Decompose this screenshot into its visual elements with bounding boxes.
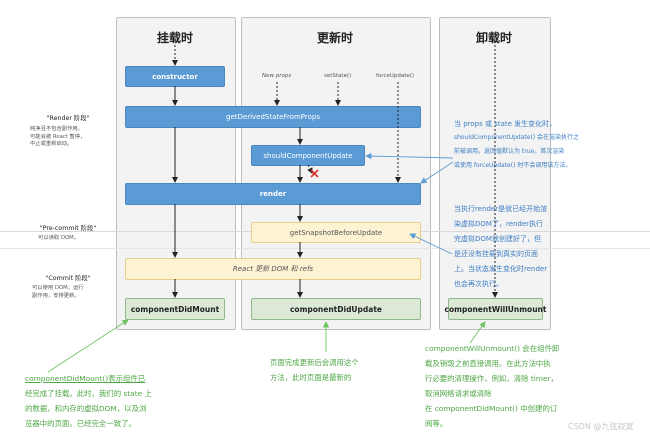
react-update-dom-box: React 更新 DOM 和 refs [125,258,421,280]
update-column [241,17,431,330]
note-line: 取消网络请求或清除 [425,389,492,398]
render-desc-line: 中止或重新启动。 [30,141,73,147]
note-line: 经完成了挂载。此时，我们的 state 上 [25,389,152,398]
note-line: shouldComponentUpdate() 会在渲染执行之 [454,134,580,141]
precommit-phase-desc: 可以读取 DOM。 [38,235,124,243]
commit-phase-label: "Commit 阶段" [45,275,91,282]
react-update-dom-label: React 更新 DOM 和 refs [232,265,314,273]
note-line: 览器中的页面，已经完全一致了。 [25,419,136,428]
commit-desc-line: 副作用，安排更新。 [32,292,80,299]
watermark: CSDN @九弦寂寞 [568,422,634,431]
get-derived-state-box: getDerivedStateFromProps [125,106,421,128]
component-did-update-box: componentDidUpdate [251,298,421,320]
update-title: 更新时 [316,31,353,45]
component-did-update-label: componentDidUpdate [289,304,382,314]
should-component-update-box: shouldComponentUpdate [251,145,365,166]
note-line: 或使用 forceUpdate() 时不会调用该方法。 [454,162,572,169]
note-line: 当执行render是就已经开始渲 [454,205,548,213]
precommit-phase-label: "Pre-commit 阶段" [39,225,97,232]
unmount-title: 卸载时 [475,31,512,45]
get-snapshot-box: getSnapshotBeforeUpdate [251,222,421,243]
should-update-note: 当 props 或 state 发生变化时， shouldComponentUp… [454,117,650,173]
did-mount-note: componentDidMount()表示组件已 经完成了挂载。此时，我们的 s… [25,371,205,431]
note-line: 行必要的清理操作，例如，清除 timer， [425,374,558,383]
render-box: render [125,183,421,205]
render-phase-label: "Render 阶段" [46,115,90,122]
trigger-set-state: setState() [324,73,352,79]
render-phase-desc: 纯净且不包含副作用。 可能会被 React 暂停， 中止或重新启动。 [30,126,116,149]
trigger-force-update: forceUpdate() [376,73,415,79]
render-label: render [259,190,287,198]
note-line: 阅等。 [425,419,448,428]
note-line: 也会再次执行。 [454,280,503,288]
commit-phase-desc: 可以使用 DOM，运行 副作用，安排更新。 [32,285,118,300]
should-component-update-label: shouldComponentUpdate [263,151,353,160]
note-line: 完虚拟DOM就创建好了，但 [454,235,541,243]
component-did-mount-box: componentDidMount [125,298,225,320]
note-line: 载及销毁之前直接调用。在此方法中执 [425,359,551,368]
note-line: 染虚拟DOM了，render执行 [454,220,544,228]
note-text: componentDidMount()表示组件已 [25,374,146,383]
note-line: componentDidMount()表示组件已 [25,371,205,386]
note-line: 方法，此时页面是最新的 [270,373,352,382]
precommit-desc-line: 可以读取 DOM。 [38,235,79,241]
commit-desc-line: 可以使用 DOM，运行 [32,285,84,291]
note-line: 是还没有挂载到真实的页面 [454,250,538,258]
component-did-mount-label: componentDidMount [130,304,220,314]
constructor-box: constructor [125,66,225,87]
get-snapshot-label: getSnapshotBeforeUpdate [289,228,383,237]
render-note: 当执行render是就已经开始渲 染虚拟DOM了，render执行 完虚拟DOM… [454,202,604,292]
mount-title: 挂载时 [156,31,193,45]
render-desc-line: 纯净且不包含副作用。 [30,126,83,132]
constructor-label: constructor [152,72,198,81]
note-line: 在 componentDidMount() 中创建的订 [425,404,558,413]
get-derived-state-label: getDerivedStateFromProps [226,113,320,121]
mount-column [116,17,236,330]
note-line: 前被调用。返回值默认为 true。首次渲染 [454,148,565,155]
component-will-unmount-box: componentWillUnmount [445,298,546,320]
note-line: 的数据，和内存的虚拟DOM，以及浏 [25,404,147,413]
note-line: 上。当状态发生变化时render [454,265,548,273]
precommit-commit-divider [0,248,650,249]
will-unmount-note: componentWillUnmount() 会在组件卸 载及销毁之前直接调用。… [425,341,600,431]
did-update-note: 页面完成更新后会调用这个 方法，此时页面是最新的 [270,355,410,385]
note-line: 页面完成更新后会调用这个 [270,358,359,367]
note-line: 当 props 或 state 发生变化时， [454,120,557,128]
note-line: componentWillUnmount() 会在组件卸 [425,344,560,353]
render-desc-line: 可能会被 React 暂停， [30,133,86,140]
trigger-new-props: New props [262,73,292,79]
component-will-unmount-label: componentWillUnmount [444,304,547,314]
